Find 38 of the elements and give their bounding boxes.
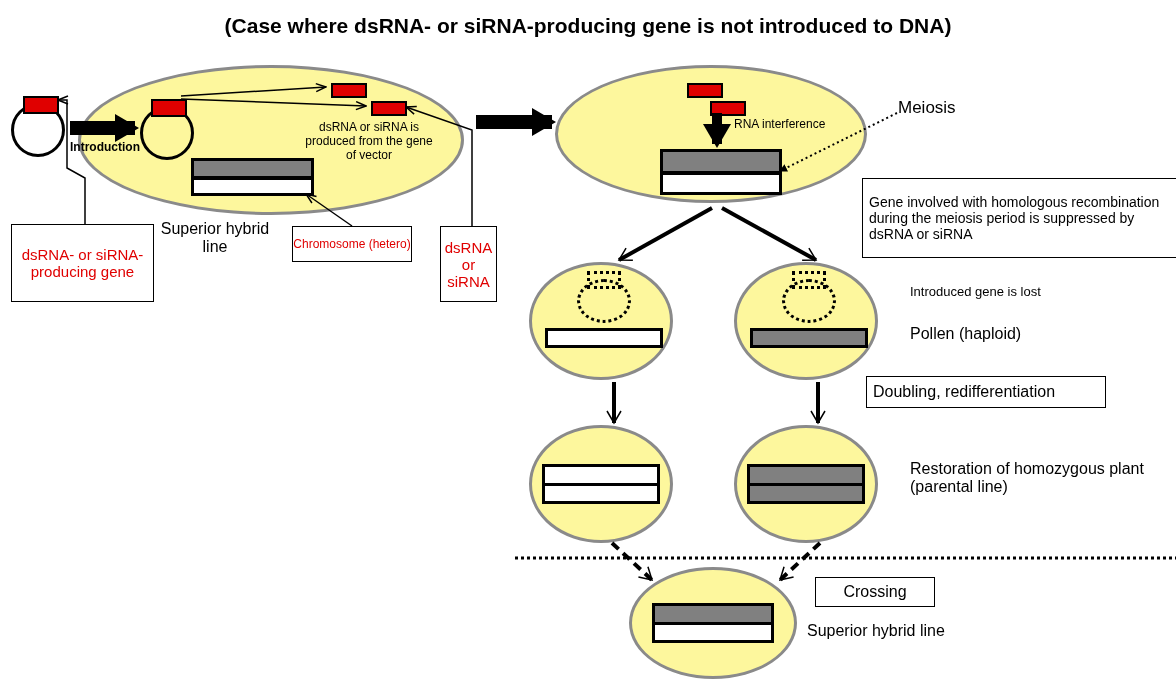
rna-segment [687, 83, 723, 98]
chromosome-pair [191, 158, 314, 196]
rna-segment [710, 101, 746, 116]
rna-segment [371, 101, 407, 116]
arrow [618, 206, 713, 262]
caption-text: Superior hybrid line [159, 220, 271, 256]
gene-segment [151, 99, 187, 117]
arrow [779, 112, 898, 172]
arrow [810, 382, 826, 424]
label-box: Doubling, redifferentiation [866, 376, 1106, 408]
arrow [180, 82, 327, 97]
arrow [476, 108, 556, 136]
caption-text: Pollen (haploid) [910, 325, 1023, 343]
arrow [703, 113, 731, 148]
caption-text: Superior hybrid line [807, 622, 946, 640]
title: (Case where dsRNA- or siRNA-producing gene is not introduced to DNA) [223, 14, 953, 38]
arrow [70, 114, 139, 142]
caption-text: Restoration of homozygous plant (parental line) [910, 460, 1145, 496]
arrow [606, 382, 622, 424]
arrow [610, 541, 654, 582]
label-box: dsRNA or siRNA [440, 226, 497, 302]
arrow [778, 541, 822, 582]
arrow [721, 206, 817, 262]
edge-label: Introduction [70, 140, 140, 154]
caption-text: Introduced gene is lost [910, 284, 1042, 299]
node-text: dsRNA or siRNA is produced from the gene of vector [304, 120, 434, 162]
text-label: Meiosis [898, 98, 978, 124]
label-box: dsRNA- or siRNA-producing gene [11, 224, 154, 302]
edge-label: RNA interference [734, 117, 826, 131]
arrow [57, 95, 86, 225]
chromosome-pair [660, 149, 782, 195]
label-box: Crossing [815, 577, 935, 607]
note-box: Gene involved with homologous recombination during the meiosis period is suppressed by dsRNA or siRNA [862, 178, 1176, 258]
arrow [180, 98, 367, 111]
arrow [405, 105, 473, 227]
rna-segment [331, 83, 367, 98]
gene-segment [23, 96, 59, 114]
label-box: Chromosome (hetero) [292, 226, 412, 262]
